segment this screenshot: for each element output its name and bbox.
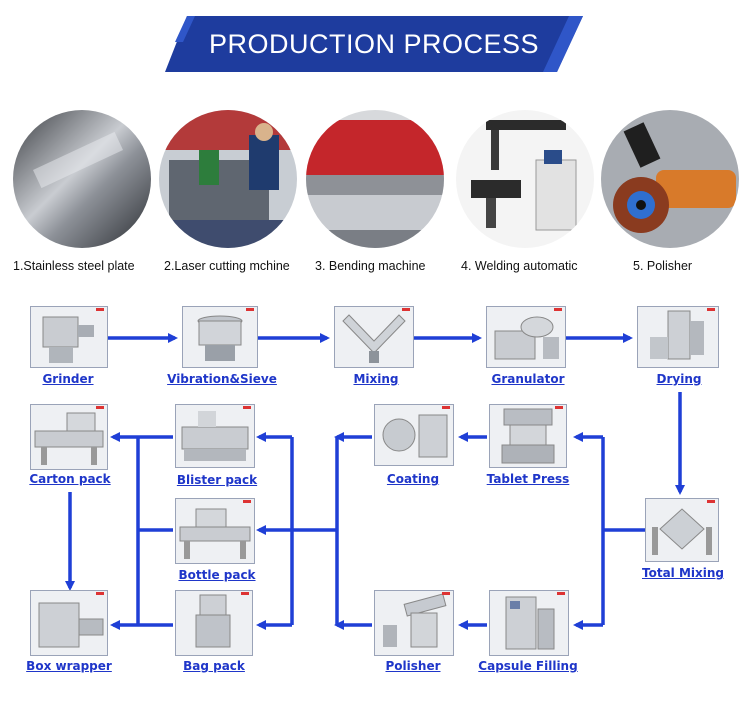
bottle-pack-image xyxy=(175,498,255,564)
step-caption-2: 2.Laser cutting mchine xyxy=(164,259,290,273)
bag-pack-image xyxy=(175,590,253,656)
bottle-pack-label: Bottle pack xyxy=(178,568,256,582)
total-mixing-label: Total Mixing xyxy=(641,566,725,580)
granulator-label: Granulator xyxy=(491,372,565,386)
carton-pack-label: Carton pack xyxy=(29,472,111,486)
steel-plate-photo xyxy=(13,110,151,248)
carton-pack-image xyxy=(30,404,108,470)
mixing-label: Mixing xyxy=(353,372,399,386)
coating-image xyxy=(374,404,454,466)
mixing-image xyxy=(334,306,414,368)
welding-machine-photo xyxy=(456,110,594,248)
drying-label: Drying xyxy=(656,372,702,386)
polisher-machine-image xyxy=(374,590,454,656)
blister-pack-image xyxy=(175,404,255,468)
box-wrapper-label: Box wrapper xyxy=(26,659,112,673)
box-wrapper-image xyxy=(30,590,108,656)
step-caption-4: 4. Welding automatic xyxy=(461,259,578,273)
coating-label: Coating xyxy=(386,472,440,486)
grinder-image xyxy=(30,306,108,368)
banner-shape xyxy=(165,16,583,72)
polisher-label: Polisher xyxy=(385,659,441,673)
capsule-filling-label: Capsule Filling xyxy=(478,659,578,673)
step-caption-5: 5. Polisher xyxy=(633,259,693,273)
granulator-image xyxy=(486,306,566,368)
title-banner: PRODUCTION PROCESS xyxy=(165,16,583,72)
capsule-filling-image xyxy=(489,590,569,656)
tablet-press-image xyxy=(489,404,567,468)
polisher-photo xyxy=(601,110,739,248)
drying-image xyxy=(637,306,719,368)
grinder-label: Grinder xyxy=(42,372,94,386)
tablet-press-label: Tablet Press xyxy=(486,472,570,486)
step-caption-1: 1.Stainless steel plate xyxy=(13,259,135,273)
bag-pack-label: Bag pack xyxy=(183,659,245,673)
page-title: PRODUCTION PROCESS xyxy=(208,29,540,59)
total-mixing-image xyxy=(645,498,719,562)
blister-pack-label: Blister pack xyxy=(176,473,258,487)
vibration-sieve-label: Vibration&Sieve xyxy=(167,372,277,386)
step-caption-3: 3. Bending machine xyxy=(315,259,426,273)
vibration-sieve-image xyxy=(182,306,258,368)
